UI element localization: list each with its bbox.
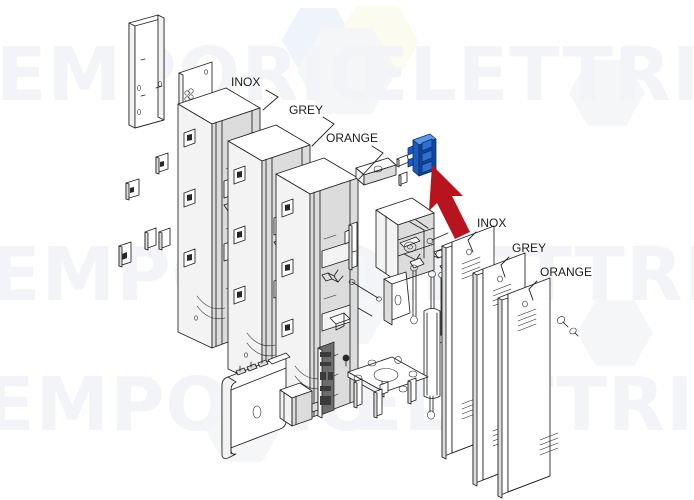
- part-small-clips: [396, 154, 410, 187]
- hinge-3: [144, 227, 157, 251]
- part-control-unit-box: [221, 352, 291, 459]
- part-gearmotor-assembly: [375, 197, 435, 326]
- watermark-line-2: ELETTRICO: [358, 32, 694, 118]
- part-screw-pair-right: [556, 316, 579, 337]
- part-door-panel-orange: [497, 277, 559, 499]
- part-pin-rods: [348, 279, 382, 317]
- callout-label-inox-right: INOX: [477, 216, 506, 230]
- part-cover-plate-left: [128, 14, 165, 129]
- leader-grey-right: [500, 256, 510, 278]
- part-base-plate: [342, 354, 429, 419]
- hinge-4: [158, 227, 171, 251]
- callout-label-grey-top: GREY: [289, 103, 323, 117]
- part-transformer: [279, 382, 319, 427]
- part-gas-spring: [423, 270, 441, 420]
- callout-label-orange-right: ORANGE: [540, 265, 592, 279]
- highlighted-part-control-board-connector[interactable]: [407, 133, 437, 177]
- part-screw-set: [342, 354, 402, 367]
- callout-leaders: [262, 89, 538, 301]
- leader-inox-top: [262, 89, 279, 111]
- part-side-rail: [344, 221, 358, 271]
- leader-grey-top: [311, 116, 335, 147]
- column-orange-bracket: [329, 312, 351, 331]
- vent-slots-orange-bottom: [539, 432, 559, 456]
- callout-label-inox-top: INOX: [231, 75, 260, 89]
- column-orange-latch: [321, 269, 344, 283]
- hinge-2: [125, 178, 140, 201]
- hinge-1: [155, 152, 169, 175]
- part-release-lever: [355, 157, 397, 186]
- leader-inox-right: [467, 231, 477, 253]
- callout-label-orange-top: ORANGE: [326, 131, 378, 145]
- callout-label-grey-right: GREY: [512, 241, 546, 255]
- selected-part-arrow: [429, 165, 470, 239]
- part-circuit-board: [317, 341, 339, 419]
- hinge-5: [118, 241, 132, 268]
- leader-orange-top: [358, 145, 384, 180]
- leader-orange-right: [528, 280, 538, 301]
- vent-slots-orange-top: [517, 308, 537, 332]
